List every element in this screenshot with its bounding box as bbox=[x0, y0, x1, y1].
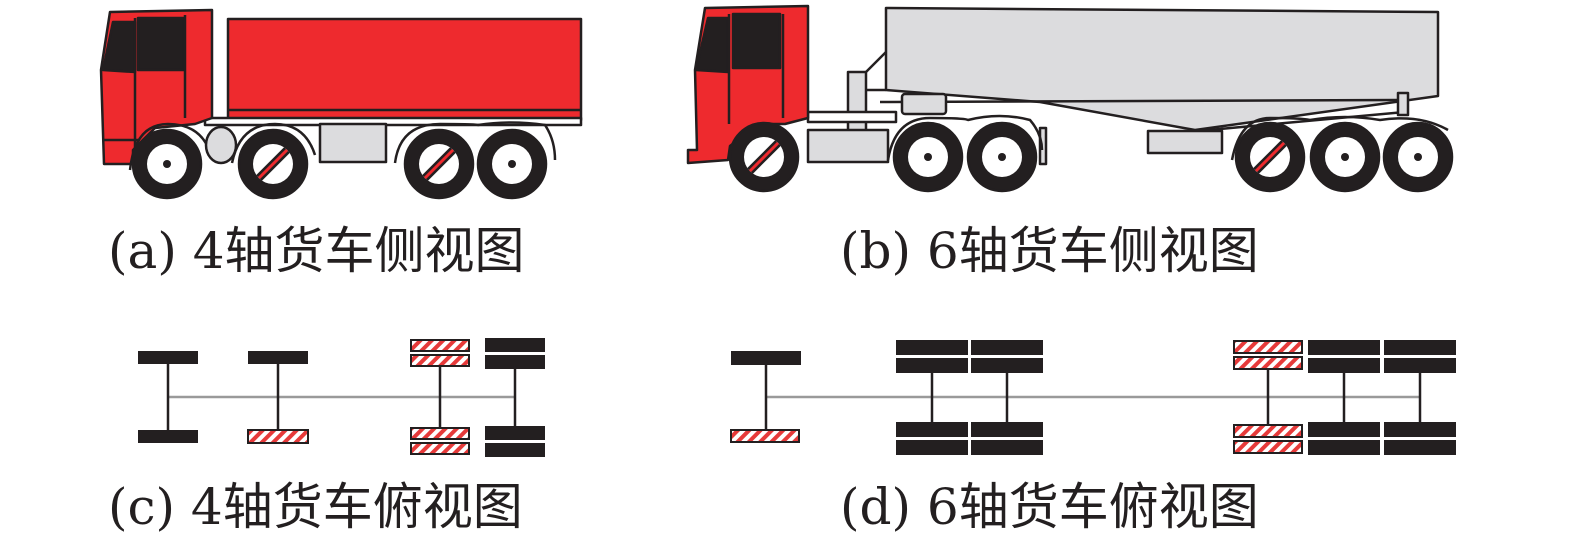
tire-hatched bbox=[410, 427, 470, 440]
tire-solid bbox=[971, 340, 1043, 355]
tire-solid bbox=[971, 358, 1043, 373]
tire-hatched bbox=[410, 339, 470, 352]
tire-solid bbox=[1308, 422, 1380, 437]
cab-side-window bbox=[136, 16, 186, 72]
four-axle-truck-side-view bbox=[99, 8, 583, 200]
tire-solid bbox=[1384, 340, 1456, 355]
trailer-box bbox=[1146, 129, 1224, 155]
fuel-tank bbox=[318, 122, 388, 164]
wheel-1 bbox=[131, 128, 203, 200]
tire-solid bbox=[485, 355, 545, 369]
tire-hatched bbox=[410, 442, 470, 455]
tire-solid bbox=[1384, 422, 1456, 437]
tire-solid bbox=[731, 351, 801, 365]
tire-solid bbox=[896, 422, 968, 437]
tire-solid bbox=[1384, 358, 1456, 373]
tire-solid bbox=[485, 443, 545, 457]
tire-hatched bbox=[410, 354, 470, 367]
trailer-wheel-3 bbox=[1382, 121, 1454, 193]
tire-hatched bbox=[247, 429, 309, 444]
tire-hatched bbox=[1233, 356, 1303, 370]
tire-solid bbox=[138, 430, 198, 443]
tire-solid bbox=[896, 440, 968, 455]
tire-solid bbox=[896, 340, 968, 355]
cargo-box bbox=[226, 17, 583, 122]
wheel-4 bbox=[476, 128, 548, 200]
fifth-wheel bbox=[900, 92, 948, 116]
tractor-drive-wheel-1 bbox=[892, 121, 964, 193]
tire-solid bbox=[896, 358, 968, 373]
tire-hatched bbox=[1233, 424, 1303, 438]
caption-b: (b) 6轴货车侧视图 bbox=[840, 222, 1259, 280]
four-axle-truck-top-view bbox=[138, 338, 545, 457]
trailer-wheel-1 bbox=[1234, 121, 1306, 193]
trailer-wheel-2 bbox=[1309, 121, 1381, 193]
six-axle-truck-side-view bbox=[686, 4, 1454, 193]
caption-c: (c) 4轴货车俯视图 bbox=[108, 478, 523, 536]
caption-a: (a) 4轴货车侧视图 bbox=[108, 222, 525, 280]
tire-hatched bbox=[1233, 340, 1303, 354]
tractor-chassis bbox=[806, 110, 898, 124]
tire-hatched bbox=[1233, 440, 1303, 454]
caption-d: (d) 6轴货车俯视图 bbox=[840, 478, 1259, 536]
tractor-steer-wheel bbox=[728, 121, 800, 193]
tire-solid bbox=[485, 338, 545, 352]
tire-solid bbox=[971, 440, 1043, 455]
tire-solid bbox=[248, 351, 308, 364]
trailer-support bbox=[846, 70, 868, 136]
tractor-cab-window bbox=[694, 16, 730, 74]
tractor-cab-side-window bbox=[731, 12, 782, 70]
tire-solid bbox=[138, 351, 198, 364]
trailer-tank bbox=[884, 6, 1440, 132]
wheel-3-driven bbox=[403, 128, 475, 200]
tire-solid bbox=[1308, 358, 1380, 373]
wheel-2-driven bbox=[237, 128, 309, 200]
tire-solid bbox=[971, 422, 1043, 437]
tire-solid bbox=[1308, 440, 1380, 455]
tire-solid bbox=[1308, 340, 1380, 355]
tire-solid bbox=[1384, 440, 1456, 455]
tire-hatched bbox=[730, 429, 800, 443]
spare-wheel bbox=[204, 125, 238, 165]
tire-solid bbox=[485, 426, 545, 440]
six-axle-truck-top-view bbox=[730, 340, 1456, 455]
tractor-drive-wheel-2 bbox=[966, 121, 1038, 193]
